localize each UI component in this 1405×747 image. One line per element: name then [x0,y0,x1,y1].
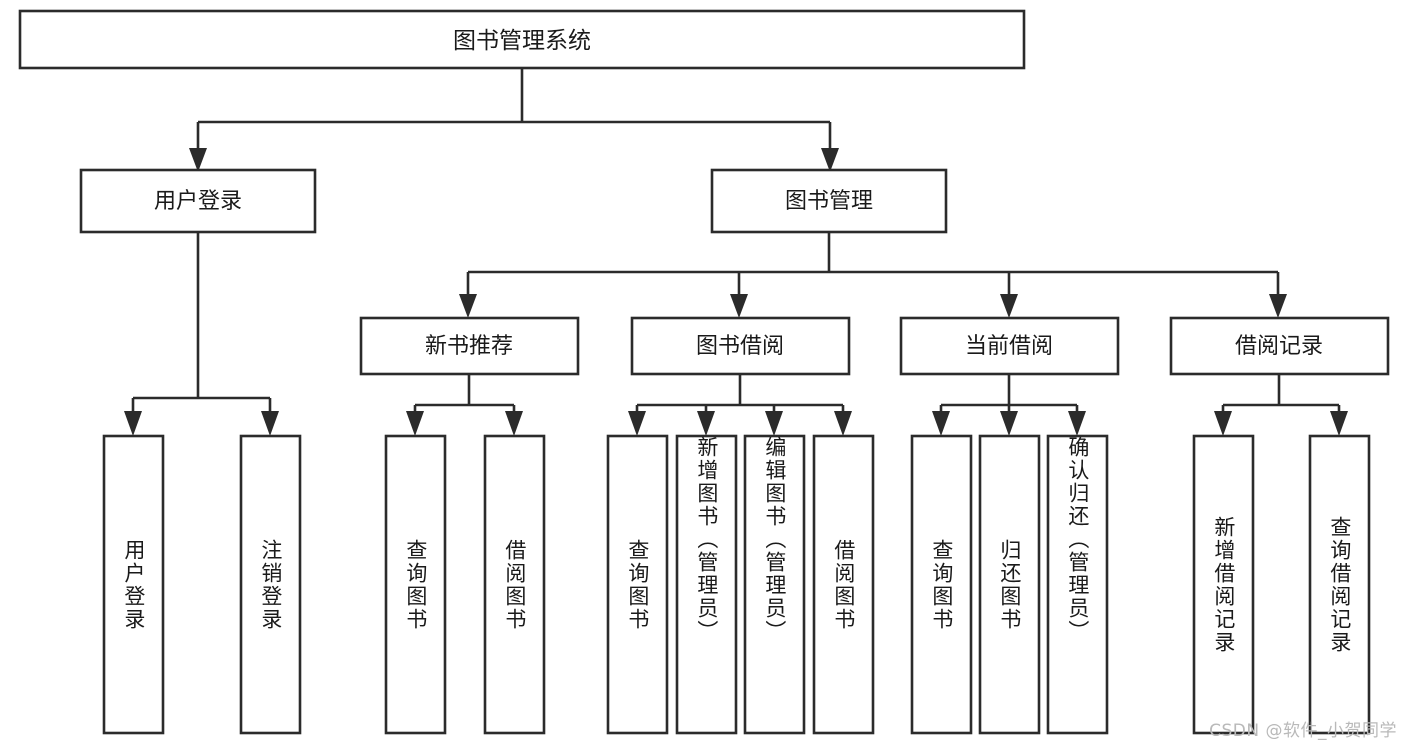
leaf-box-br-query-record[interactable] [1308,434,1371,735]
leaf-box-nb-borrow-book[interactable] [483,434,546,735]
leaf-box-cb-query-book[interactable] [910,434,973,735]
arrow-leaf-logout [261,411,279,436]
arrow-br-leaf-1 [1214,411,1232,436]
book-management-box[interactable] [710,168,948,234]
leaf-box-cb-return-book[interactable] [978,434,1041,735]
leaf-box-bb-add-book[interactable] [675,434,738,735]
arrow-new-book-recommend [459,294,477,318]
arrow-br-leaf-2 [1330,411,1348,436]
leaf-box-bb-edit-book[interactable] [743,434,806,735]
arrow-cb-leaf-1 [932,411,950,436]
node-current-borrow[interactable]: 当前借阅 [899,316,1120,376]
arrow-book-mgmt [821,148,839,172]
arrow-bb-leaf-4 [834,411,852,436]
user-login-label: 用户登录 [154,189,242,214]
arrow-cb-leaf-2 [1000,411,1018,436]
arrow-current-borrow [1000,294,1018,318]
book-borrow-label: 图书借阅 [696,334,784,359]
node-new-book-recommend[interactable]: 新书推荐 [359,316,580,376]
csdn-watermark: CSDN @软件_小贺同学 [1209,721,1397,741]
arrow-bb-leaf-1 [628,411,646,436]
arrow-bb-leaf-2 [697,411,715,436]
borrow-record-box[interactable] [1169,316,1390,376]
node-borrow-record[interactable]: 借阅记录 [1169,316,1390,376]
arrow-book-borrow [730,294,748,318]
node-user-login[interactable]: 用户登录 [79,168,317,234]
leaf-box-bb-borrow-book[interactable] [812,434,875,735]
arrow-user-login [189,148,207,172]
leaf-box-nb-query-book[interactable] [384,434,447,735]
root-box[interactable] [18,9,1026,70]
new-book-recommend-label: 新书推荐 [425,334,513,359]
node-book-borrow[interactable]: 图书借阅 [630,316,851,376]
book-management-label: 图书管理 [785,189,873,214]
current-borrow-label: 当前借阅 [965,334,1053,359]
arrow-bb-leaf-3 [765,411,783,436]
root-label: 图书管理系统 [453,28,591,54]
arrow-nb-leaf-2 [505,411,523,436]
leaf-box-cb-confirm-return[interactable] [1046,434,1109,735]
leaf-box-br-add-record[interactable] [1192,434,1255,735]
arrow-nb-leaf-1 [406,411,424,436]
leaf-box-user-login[interactable] [102,434,165,735]
leaf-box-bb-query-book[interactable] [606,434,669,735]
leaf-box-logout[interactable] [239,434,302,735]
borrow-record-label: 借阅记录 [1235,334,1323,359]
book-borrow-box[interactable] [630,316,851,376]
node-book-management[interactable]: 图书管理 [710,168,948,234]
node-root[interactable]: 图书管理系统 [18,9,1026,70]
arrow-cb-leaf-3 [1068,411,1086,436]
arrow-borrow-record [1269,294,1287,318]
new-book-recommend-box[interactable] [359,316,580,376]
arrow-leaf-user-login [124,411,142,436]
current-borrow-box[interactable] [899,316,1120,376]
